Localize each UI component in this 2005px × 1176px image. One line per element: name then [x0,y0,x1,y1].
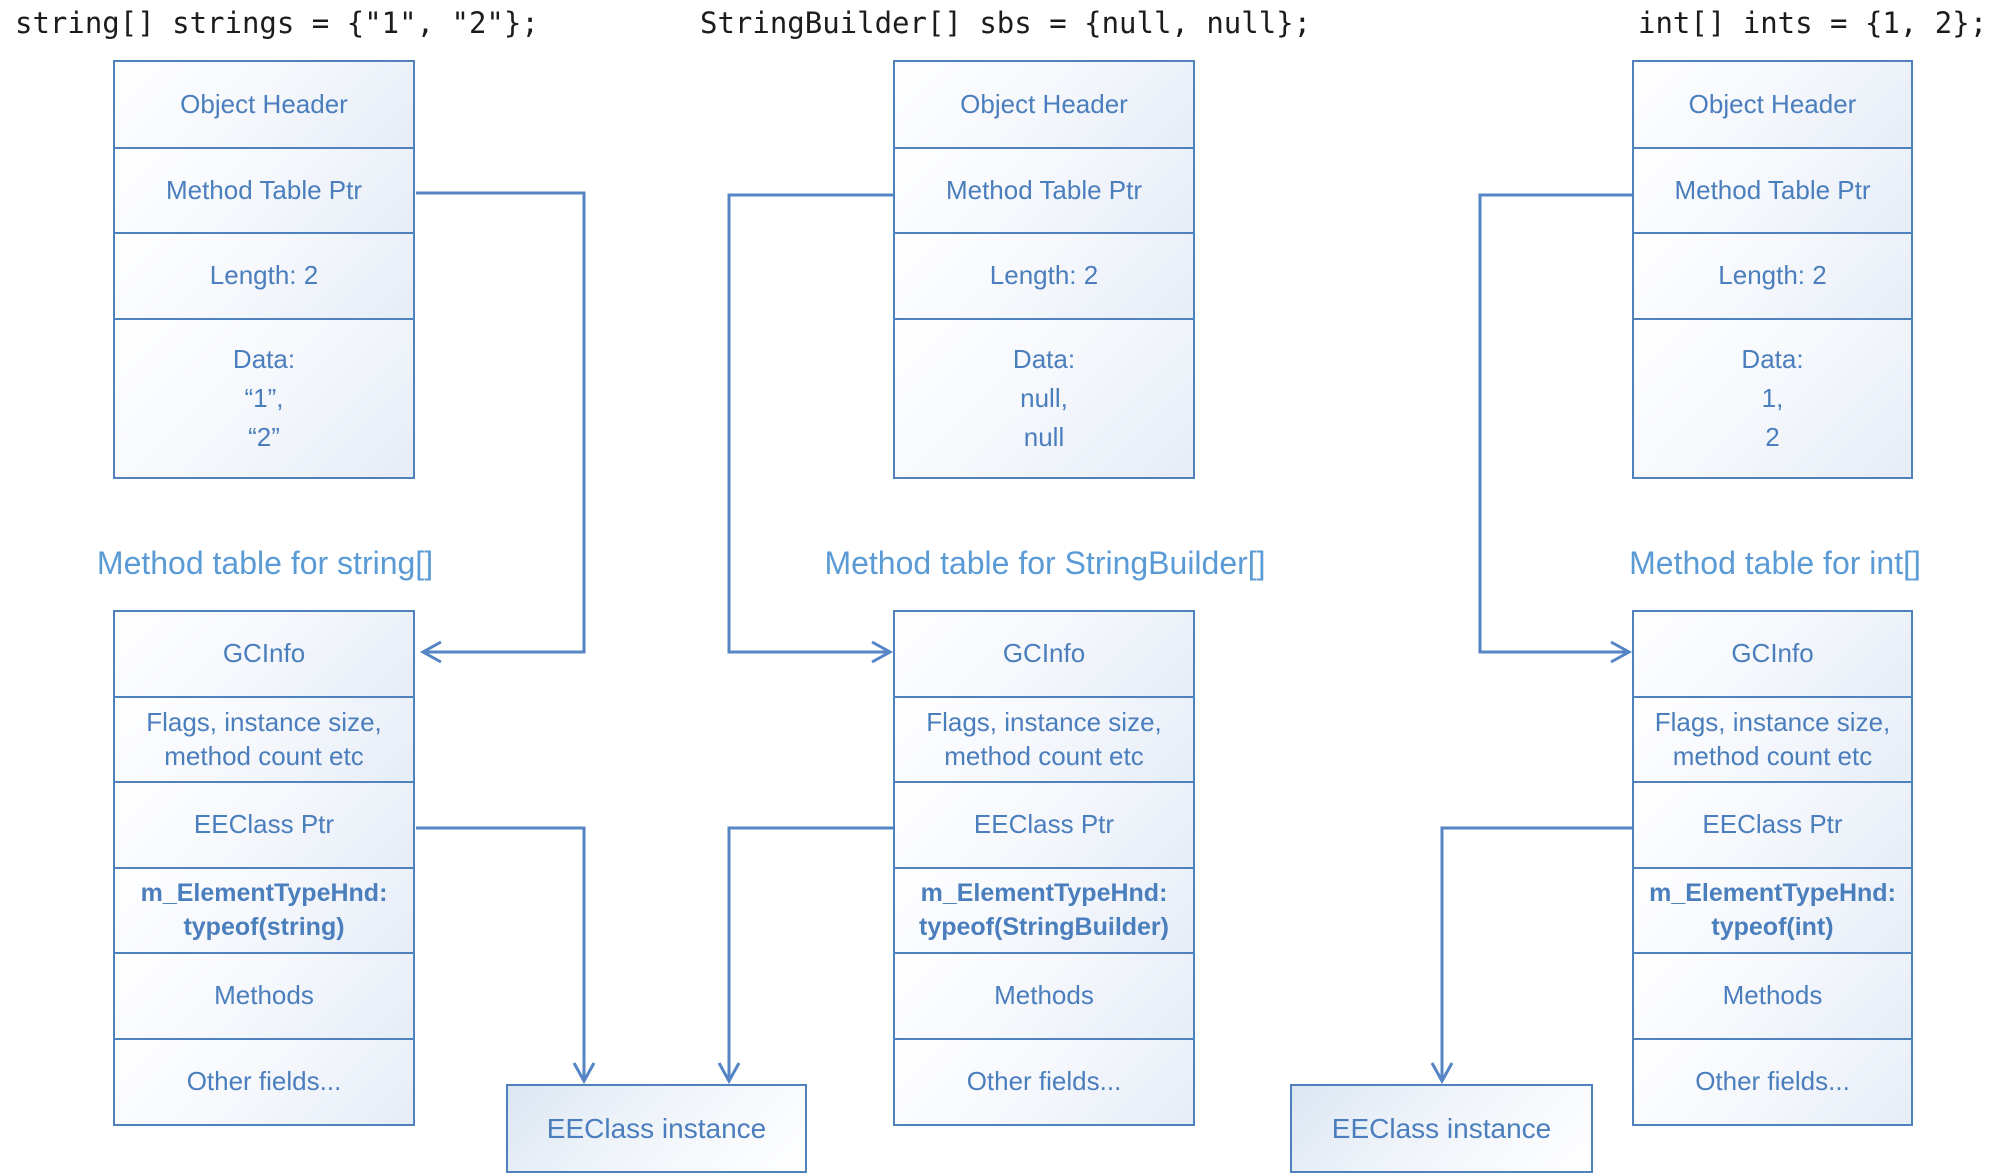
data-value: “2” [248,421,280,452]
data-title: Data: [1012,343,1076,374]
row-methods: Methods [1632,952,1913,1040]
method-table-label-strings: Method table for string[] [96,544,434,581]
element-type-hnd-label: m_ElementTypeHnd: [920,878,1168,907]
row-other-fields: Other fields... [893,1037,1195,1126]
row-data: Data: null, null [893,317,1195,479]
array-object-box-strings: Object Header Method Table Ptr Length: 2… [113,60,415,479]
row-methods: Methods [893,952,1195,1040]
row-methods: Methods [113,952,415,1040]
row-length: Length: 2 [893,232,1195,320]
method-table-box-strings: GCInfo Flags, instance size, method coun… [113,610,415,1126]
row-other-fields: Other fields... [113,1037,415,1126]
row-flags: Flags, instance size, method count etc [113,695,415,784]
row-eeclass-ptr: EEClass Ptr [113,781,415,869]
eeclass-instance-box-int-array: EEClass instance [1290,1084,1593,1173]
row-data: Data: 1, 2 [1632,317,1913,479]
row-method-table-ptr: Method Table Ptr [1632,146,1913,235]
row-method-table-ptr: Method Table Ptr [113,146,415,235]
row-flags: Flags, instance size, method count etc [1632,695,1913,784]
element-type-hnd-value: typeof(StringBuilder) [919,912,1169,941]
element-type-hnd-label: m_ElementTypeHnd: [140,878,388,907]
array-object-box-sbs: Object Header Method Table Ptr Length: 2… [893,60,1195,479]
row-object-header: Object Header [893,60,1195,149]
row-object-header: Object Header [1632,60,1913,149]
row-element-type-hnd: m_ElementTypeHnd: typeof(StringBuilder) [893,866,1195,955]
array-object-box-ints: Object Header Method Table Ptr Length: 2… [1632,60,1913,479]
row-other-fields: Other fields... [1632,1037,1913,1126]
row-length: Length: 2 [113,232,415,320]
row-data: Data: “1”, “2” [113,317,415,479]
code-declaration-ints: int[] ints = {1, 2}; [1638,6,1988,40]
row-object-header: Object Header [113,60,415,149]
row-element-type-hnd: m_ElementTypeHnd: typeof(string) [113,866,415,955]
eeclass-instance-box-reference-arrays: EEClass instance [506,1084,807,1173]
code-declaration-strings: string[] strings = {"1", "2"}; [15,6,539,40]
arrow-ints-eeclassptr-to-instance [1430,826,1632,1085]
data-value: null [1023,421,1065,452]
row-length: Length: 2 [1632,232,1913,320]
element-type-hnd-value: typeof(string) [183,912,345,941]
row-gcinfo: GCInfo [1632,610,1913,698]
code-declaration-sbs: StringBuilder[] sbs = {null, null}; [700,6,1312,40]
row-gcinfo: GCInfo [113,610,415,698]
row-gcinfo: GCInfo [893,610,1195,698]
row-method-table-ptr: Method Table Ptr [893,146,1195,235]
data-title: Data: [1741,343,1804,374]
data-value: 1, [1761,382,1784,413]
row-element-type-hnd: m_ElementTypeHnd: typeof(int) [1632,866,1913,955]
data-value: 2 [1765,421,1780,452]
arrow-strings-eeclassptr-to-instance [416,826,596,1085]
method-table-label-ints: Method table for int[] [1629,544,1921,581]
method-table-label-sbs: Method table for StringBuilder[] [824,544,1266,581]
row-flags: Flags, instance size, method count etc [893,695,1195,784]
row-eeclass-ptr: EEClass Ptr [1632,781,1913,869]
method-table-box-ints: GCInfo Flags, instance size, method coun… [1632,610,1913,1126]
method-table-box-sbs: GCInfo Flags, instance size, method coun… [893,610,1195,1126]
row-eeclass-ptr: EEClass Ptr [893,781,1195,869]
data-title: Data: [232,343,296,374]
data-value: null, [1020,382,1068,413]
arrow-sbs-eeclassptr-to-instance [717,826,895,1085]
element-type-hnd-label: m_ElementTypeHnd: [1649,878,1896,907]
element-type-hnd-value: typeof(int) [1711,912,1834,941]
data-value: “1”, [244,382,284,413]
